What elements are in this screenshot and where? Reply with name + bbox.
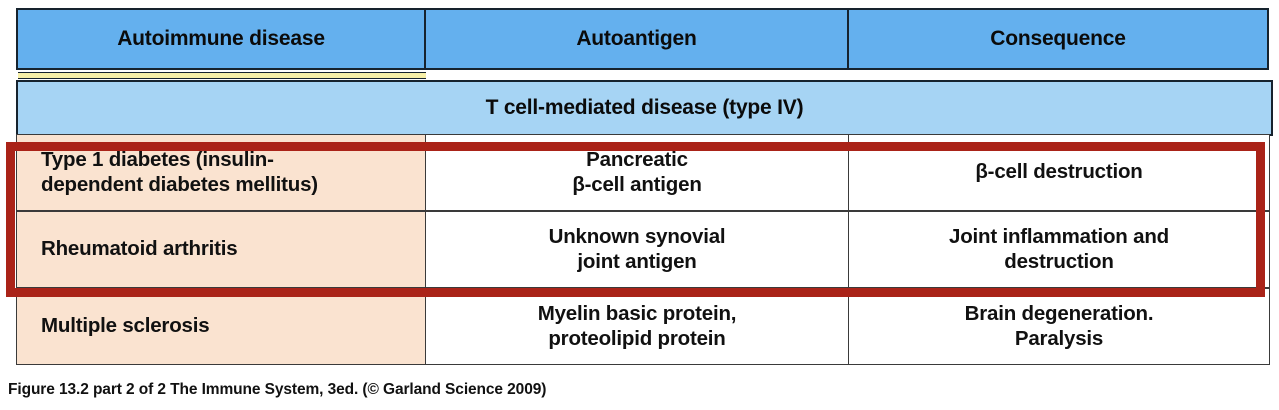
autoimmune-disease-table: Autoimmune disease Autoantigen Consequen… [16,8,1273,370]
autoantigen-line: Myelin basic protein, [537,302,737,326]
autoantigen-line: Unknown synovial [548,225,726,249]
consequence-line: Joint inflammation and [949,225,1169,249]
cell-consequence: Joint inflammation and destruction [848,211,1270,288]
header-label-autoimmune-disease: Autoimmune disease [117,27,325,50]
autoantigen-line: Pancreatic [586,148,688,172]
table-row: Type 1 diabetes (insulin- dependent diab… [16,134,1273,211]
table-row: Multiple sclerosis Myelin basic protein,… [16,288,1273,365]
autoantigen-label: Unknown synovial joint antigen [549,225,726,273]
figure-caption: Figure 13.2 part 2 of 2 The Immune Syste… [8,381,547,398]
table-row: Rheumatoid arthritis Unknown synovial jo… [16,211,1273,288]
header-label-autoantigen: Autoantigen [576,27,697,50]
cell-disease: Multiple sclerosis [16,288,426,365]
cell-autoantigen: Pancreatic β-cell antigen [424,134,850,211]
section-header-band: T cell-mediated disease (type IV) [16,80,1273,136]
section-header-label: T cell-mediated disease (type IV) [485,96,804,119]
cell-consequence: Brain degeneration. Paralysis [848,288,1270,365]
disease-label: Rheumatoid arthritis [41,237,238,261]
yellow-separator-line [18,72,426,79]
disease-line: dependent diabetes mellitus) [41,172,318,196]
consequence-label: β-cell destruction [975,160,1142,184]
header-label-consequence: Consequence [990,27,1126,50]
consequence-label: Brain degeneration. Paralysis [965,302,1154,350]
cell-autoantigen: Myelin basic protein, proteolipid protei… [424,288,850,365]
consequence-line: destruction [1004,249,1114,273]
header-cell-consequence: Consequence [847,8,1269,70]
cell-autoantigen: Unknown synovial joint antigen [424,211,850,288]
disease-label: Type 1 diabetes (insulin- dependent diab… [41,148,318,196]
disease-line: Multiple sclerosis [41,314,210,338]
autoantigen-label: Pancreatic β-cell antigen [572,148,702,196]
consequence-label: Joint inflammation and destruction [949,225,1169,273]
disease-line: Type 1 diabetes (insulin- [41,148,274,172]
header-cell-autoantigen: Autoantigen [424,8,849,70]
cell-disease: Rheumatoid arthritis [16,211,426,288]
cell-disease: Type 1 diabetes (insulin- dependent diab… [16,134,426,211]
table-header-row: Autoimmune disease Autoantigen Consequen… [16,8,1273,70]
cell-consequence: β-cell destruction [848,134,1270,211]
consequence-line: β-cell destruction [975,160,1143,184]
table-section-header-row: T cell-mediated disease (type IV) [16,80,1273,136]
disease-label: Multiple sclerosis [41,314,210,338]
disease-line: Rheumatoid arthritis [41,237,238,261]
autoantigen-line: proteolipid protein [548,326,726,350]
autoantigen-line: joint antigen [577,249,697,273]
consequence-line: Paralysis [1014,326,1104,350]
autoantigen-label: Myelin basic protein, proteolipid protei… [538,302,737,350]
autoantigen-line: β-cell antigen [572,172,702,196]
consequence-line: Brain degeneration. [964,302,1154,326]
header-cell-autoimmune-disease: Autoimmune disease [16,8,426,70]
